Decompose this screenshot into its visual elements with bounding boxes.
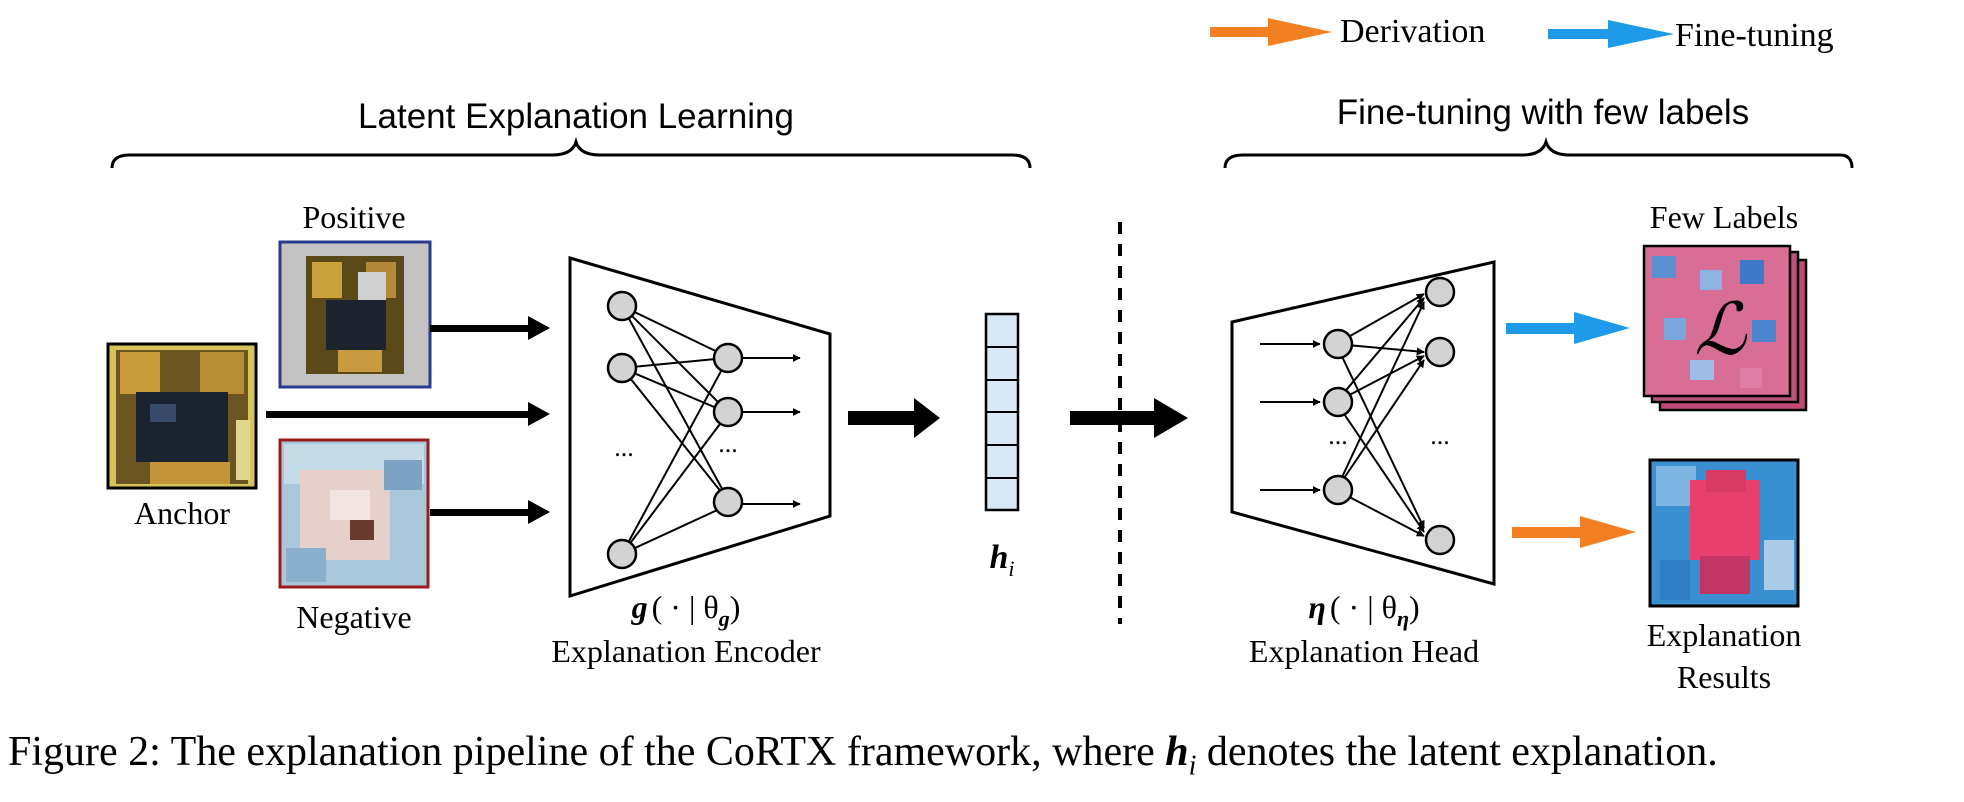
head-trapezoid bbox=[1230, 260, 1496, 586]
left-section-title: Latent Explanation Learning bbox=[358, 97, 794, 136]
derivation-output-arrow bbox=[1512, 516, 1636, 548]
explanation-results-image bbox=[1648, 458, 1800, 608]
results-label-line1: Explanation bbox=[1647, 617, 1802, 653]
negative-image bbox=[278, 438, 430, 589]
encoder-nodes bbox=[606, 290, 744, 570]
encoder-output-arrow bbox=[848, 398, 940, 438]
head-ellipsis-right: ... bbox=[1430, 421, 1450, 450]
encoder-ellipsis-left: ... bbox=[614, 433, 634, 462]
cortx-pipeline-diagram: Derivation Fine-tuning Latent Explanatio… bbox=[106, 13, 1854, 695]
few-labels-stack: ℒ bbox=[1642, 244, 1808, 412]
positive-label: Positive bbox=[302, 199, 405, 235]
encoder-ellipsis-right: ... bbox=[718, 429, 738, 458]
head-ellipsis-left: ... bbox=[1328, 421, 1348, 450]
negative-label: Negative bbox=[296, 599, 412, 635]
finetuning-arrow-icon bbox=[1548, 20, 1674, 48]
finetuning-output-arrow bbox=[1506, 312, 1630, 344]
legend-finetuning-label: Fine-tuning bbox=[1675, 17, 1834, 54]
input-arrows bbox=[266, 316, 550, 524]
legend: Derivation Fine-tuning bbox=[1210, 13, 1834, 54]
legend-derivation-label: Derivation bbox=[1340, 13, 1485, 50]
few-labels-title: Few Labels bbox=[1650, 199, 1798, 235]
encoder-trapezoid bbox=[568, 255, 832, 599]
positive-image bbox=[278, 240, 432, 389]
encoder-network bbox=[621, 305, 801, 555]
head-formula: η( · | θη) bbox=[1308, 589, 1419, 631]
right-section-title: Fine-tuning with few labels bbox=[1337, 93, 1749, 132]
encoder-label: Explanation Encoder bbox=[551, 633, 821, 669]
latent-to-head-arrow bbox=[1070, 398, 1188, 438]
derivation-arrow-icon bbox=[1210, 18, 1332, 46]
encoder-formula: g( · | θg) bbox=[631, 589, 741, 631]
head-label: Explanation Head bbox=[1249, 633, 1479, 669]
latent-label: hi bbox=[989, 539, 1014, 581]
loss-symbol: ℒ bbox=[1694, 290, 1748, 370]
anchor-image bbox=[106, 342, 258, 490]
latent-vector bbox=[984, 312, 1020, 512]
head-nodes bbox=[1322, 276, 1456, 556]
left-brace bbox=[110, 136, 1032, 169]
anchor-label: Anchor bbox=[134, 495, 230, 531]
results-label-line2: Results bbox=[1677, 659, 1771, 695]
right-brace bbox=[1223, 136, 1854, 169]
caption-symbol: hi bbox=[1165, 729, 1197, 782]
figure-caption: Figure 2: The explanation pipeline of th… bbox=[8, 729, 1718, 782]
head-network bbox=[1260, 293, 1425, 537]
